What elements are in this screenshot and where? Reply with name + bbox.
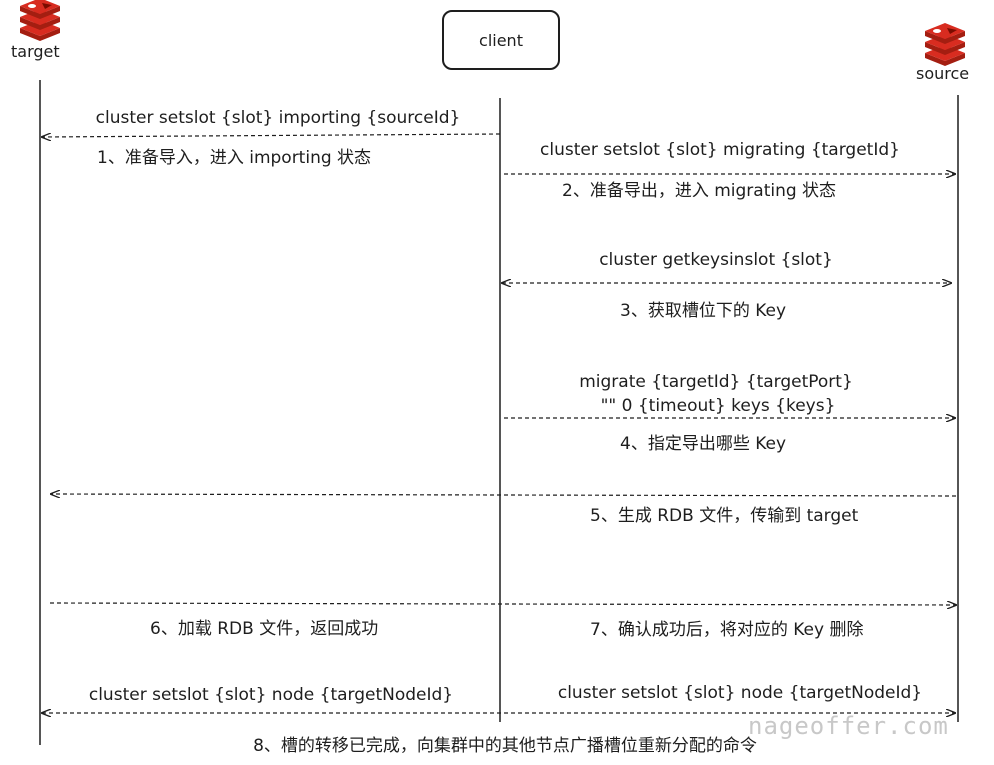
message-8-command-right: cluster setslot {slot} node {targetNodeI…	[557, 683, 923, 703]
arrow-1-importing	[42, 134, 501, 137]
arrow-5-rdb-transfer	[51, 494, 957, 496]
message-3-command: cluster getkeysinslot {slot}	[599, 250, 833, 270]
watermark: nageoffer.com	[748, 712, 949, 740]
message-4-command-line2: "" 0 {timeout} keys {keys}	[600, 396, 836, 416]
message-6-step: 6、加载 RDB 文件，返回成功	[150, 619, 379, 639]
redis-logo-icon	[925, 23, 965, 66]
client-label: client	[479, 30, 523, 50]
source-label: source	[916, 64, 970, 83]
message-5-step: 5、生成 RDB 文件，传输到 target	[590, 506, 859, 526]
message-1-command: cluster setslot {slot} importing {source…	[95, 108, 461, 128]
message-4-command-line1: migrate {targetId} {targetPort}	[579, 372, 853, 392]
message-1-step: 1、准备导入，进入 importing 状态	[97, 148, 372, 168]
client-box: client	[442, 10, 560, 70]
arrow-6-load-rdb	[49, 603, 956, 605]
message-3-step: 3、获取槽位下的 Key	[620, 301, 787, 321]
target-label: target	[11, 42, 60, 61]
redis-logo-icon	[20, 0, 60, 41]
message-4-step: 4、指定导出哪些 Key	[620, 434, 787, 454]
message-7-step: 7、确认成功后，将对应的 Key 删除	[590, 620, 864, 640]
message-2-command: cluster setslot {slot} migrating {target…	[540, 140, 900, 160]
message-8-step: 8、槽的转移已完成，向集群中的其他节点广播槽位重新分配的命令	[253, 736, 757, 756]
message-2-step: 2、准备导出，进入 migrating 状态	[562, 181, 837, 201]
message-8-command-left: cluster setslot {slot} node {targetNodeI…	[88, 685, 454, 705]
